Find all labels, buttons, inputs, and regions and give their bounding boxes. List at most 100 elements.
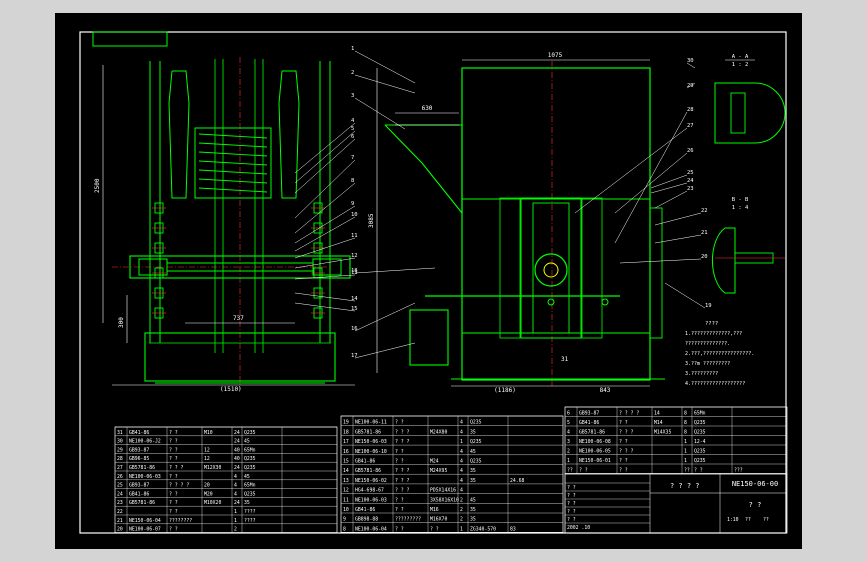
callout-5: 5 [351,126,354,132]
bom-left-cell-11-2: ? ? [169,527,178,533]
lower-frame [144,332,336,382]
callout-16: 16 [351,326,358,332]
title-small-2: ? ? [567,501,576,507]
inner-border [79,31,787,534]
drawing-number: NE150-06-00 [732,480,778,488]
bom-left-cell-7-0: 24 [117,491,123,497]
bom-left-cell-1-0: 30 [117,439,123,445]
bom-right-cell-3-4: 1 [684,439,687,445]
section-aa-bolt [730,92,746,134]
bom-left-cell-7-1: GB41-86 [129,491,149,497]
dim-31-label: 31 [561,356,569,363]
bom-mid-cell-5-1: GB5781-86 [355,468,381,474]
bom-mid-cell-2-2: ? ? ? [395,439,410,445]
bom-left-cell-8-3: M10X20 [204,500,221,506]
bom-mid-cell-3-4: 4 [460,449,463,455]
callout-leader-17 [354,342,416,359]
bom-mid-cell-0-2: ? ? [395,420,404,426]
bom-mid-cell-9-3: M16 [430,507,439,513]
sheet-frame [79,31,787,534]
bom-right-cell-1-1: GB41-86 [579,420,599,426]
bom-mid-cell-8-2: ? ? [395,497,404,503]
bom-left-cell-5-0: 26 [117,474,123,480]
guide-column-1 [278,70,300,199]
bom-left-cell-0-0: 31 [117,430,123,436]
bom-left-cell-8-5: 35 [244,500,250,506]
bom-left-cell-3-3: 12 [204,456,210,462]
bom-left-cell-0-4: 24 [234,430,240,436]
bom-mid-cell-3-2: ? ? [395,449,404,455]
bom-left-cell-3-5: Q235 [244,456,256,462]
callout-leader-23 [654,190,688,209]
bom-left-cell-8-1: GB5781-86 [129,500,155,506]
bom-mid-cell-1-2: ? ? ? [395,429,410,435]
callout-leader-19 [664,282,706,309]
bom-right-cell-4-0: 2 [567,449,570,455]
bom-left-cell-4-5: Q235 [244,465,256,471]
callout-leader-26 [614,152,688,214]
note-5: 4.?????????????????? [685,381,745,387]
bom-left-cell-3-0: 28 [117,456,123,462]
bom-left-cell-4-1: GB5781-86 [129,465,155,471]
callout-1: 1 [351,46,354,52]
bom-left-cell-9-2: ? ? [169,509,178,515]
bom-left-cell-0-5: Q235 [244,430,256,436]
bom-mid-cell-10-5: 35 [470,517,476,523]
bom-left-cell-7-2: ? ? [169,491,178,497]
bom-right-cell-5-1: NE150-06-01 [579,458,611,464]
bom-right-cell-4-1: NE100-06-05 [579,449,611,455]
bom-left-cell-6-2: ? ? ? ? [169,483,189,489]
bom-mid-cell-11-6: 83 [510,526,516,532]
dim-843-label: 843 [600,387,611,394]
bom-left-cell-5-2: ? ? [169,474,178,480]
bom-right-cell-6-5: ? ? [694,468,703,474]
bom-mid-cell-1-4: 4 [460,429,463,435]
title-small-3: ? ? [567,509,576,515]
bom-right-cell-4-4: 1 [684,449,687,455]
bom-right-cell-3-5: 12-4 [694,439,706,445]
bom-right-cell-6-6: ??? [734,468,743,474]
callout-leader-28 [614,111,688,244]
bom-left-cell-7-5: Q235 [244,491,256,497]
title-small-5: 2002 .10 [567,525,590,531]
grille-slat-2 [198,151,268,157]
callout-22: 22 [701,208,708,214]
bom-left-cell-5-1: NE100-06-03 [129,474,161,480]
section-details: A - A1 : 2B - B1 : 4 [711,54,786,294]
bom-mid-cell-0-4: 4 [460,420,463,426]
bom-left-cell-1-4: 24 [234,439,240,445]
bom-mid-cell-6-5: 35 [470,478,476,484]
bom-mid-cell-3-0: 16 [343,449,349,455]
callout-20: 20 [701,254,708,260]
bom-left-cell-11-4: 2 [234,527,237,533]
callout-27: 27 [687,123,694,129]
callout-leader-11 [294,237,356,259]
side-plate-l [499,197,521,339]
bom-mid-cell-5-0: 14 [343,468,349,474]
bom-mid-cell-5-5: 35 [470,468,476,474]
bom-left-cell-9-4: 1 [234,509,237,515]
callout-9: 9 [351,201,354,207]
bom-mid-cell-5-3: M24X95 [430,468,447,474]
section-bb-title: B - B [732,197,749,203]
bom-right-cell-1-0: 5 [567,420,570,426]
drawing-title: ? ? [749,501,762,509]
callout-8: 8 [351,178,354,184]
callout-leader-13 [294,274,356,280]
bom-mid-cell-3-5: 45 [470,449,476,455]
jaw-plate [532,202,570,334]
notes-title: ???? [705,321,718,327]
bom-right-cell-6-0: ?? [567,468,573,474]
callout-4: 4 [351,118,355,124]
technical-notes: ????1.?????????????,??? ??????????????.2… [685,321,754,387]
bom-mid-cell-4-4: 4 [460,459,463,465]
bom-mid-cell-11-0: 8 [343,526,346,532]
bom-left-cell-2-5: 65Mn [244,447,256,453]
callout-leader-30 [686,62,696,69]
callout-21: 21 [701,230,708,236]
bom-right-cell-2-3: M14X35 [654,430,671,436]
grille-slat-5 [198,178,268,184]
bom-mid-cell-9-1: GB41-86 [355,507,375,513]
bom-left-cell-10-1: NE150-06-04 [129,518,161,524]
callout-leader-8 [294,182,356,234]
